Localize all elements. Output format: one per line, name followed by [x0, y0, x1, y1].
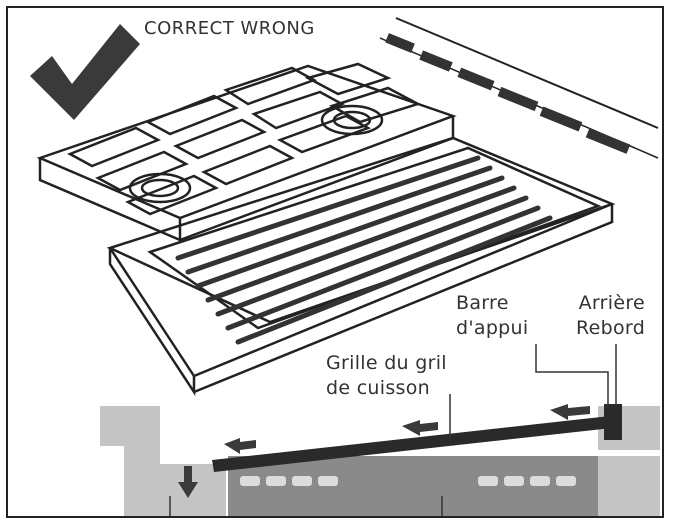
label-line: d'appui: [456, 317, 529, 339]
label-line: de cuisson: [326, 377, 431, 399]
arrow-left-icon: [224, 438, 256, 454]
leader-lines: [169, 344, 617, 516]
grill-tray: [228, 456, 598, 516]
burner-grate: [36, 62, 457, 242]
header-caption: CORRECT WRONG: [144, 18, 315, 39]
label-line: Grille du gril: [326, 352, 447, 374]
checkmark-icon: [30, 24, 140, 120]
vent-slots: [385, 33, 631, 154]
backguard-edge: [395, 17, 659, 129]
diagram-frame: CORRECT WRONG Barre d'appui Arrière Rebo…: [6, 6, 664, 518]
flow-arrows: [178, 404, 590, 498]
illustration-canvas: [30, 17, 660, 516]
tray-openings: [240, 476, 576, 486]
cross-section: [100, 404, 660, 516]
rear-wall-block: [598, 456, 660, 516]
label-barre-dappui: Barre d'appui: [456, 291, 528, 341]
grill-bars: [175, 155, 553, 345]
rear-rebord-block: [604, 404, 622, 440]
label-line: Arrière: [578, 292, 646, 314]
label-grille-du-gril: Grille du gril de cuisson: [326, 351, 447, 401]
arrow-down-icon: [178, 466, 198, 498]
grill-grate-section: [212, 416, 612, 472]
drip-channel: [100, 406, 226, 516]
label-arriere-rebord: Arrière Rebord: [576, 291, 645, 341]
label-line: Barre: [456, 292, 509, 314]
label-line: Rebord: [576, 317, 646, 339]
arrow-left-icon: [402, 420, 438, 436]
arrow-left-icon: [550, 404, 590, 420]
